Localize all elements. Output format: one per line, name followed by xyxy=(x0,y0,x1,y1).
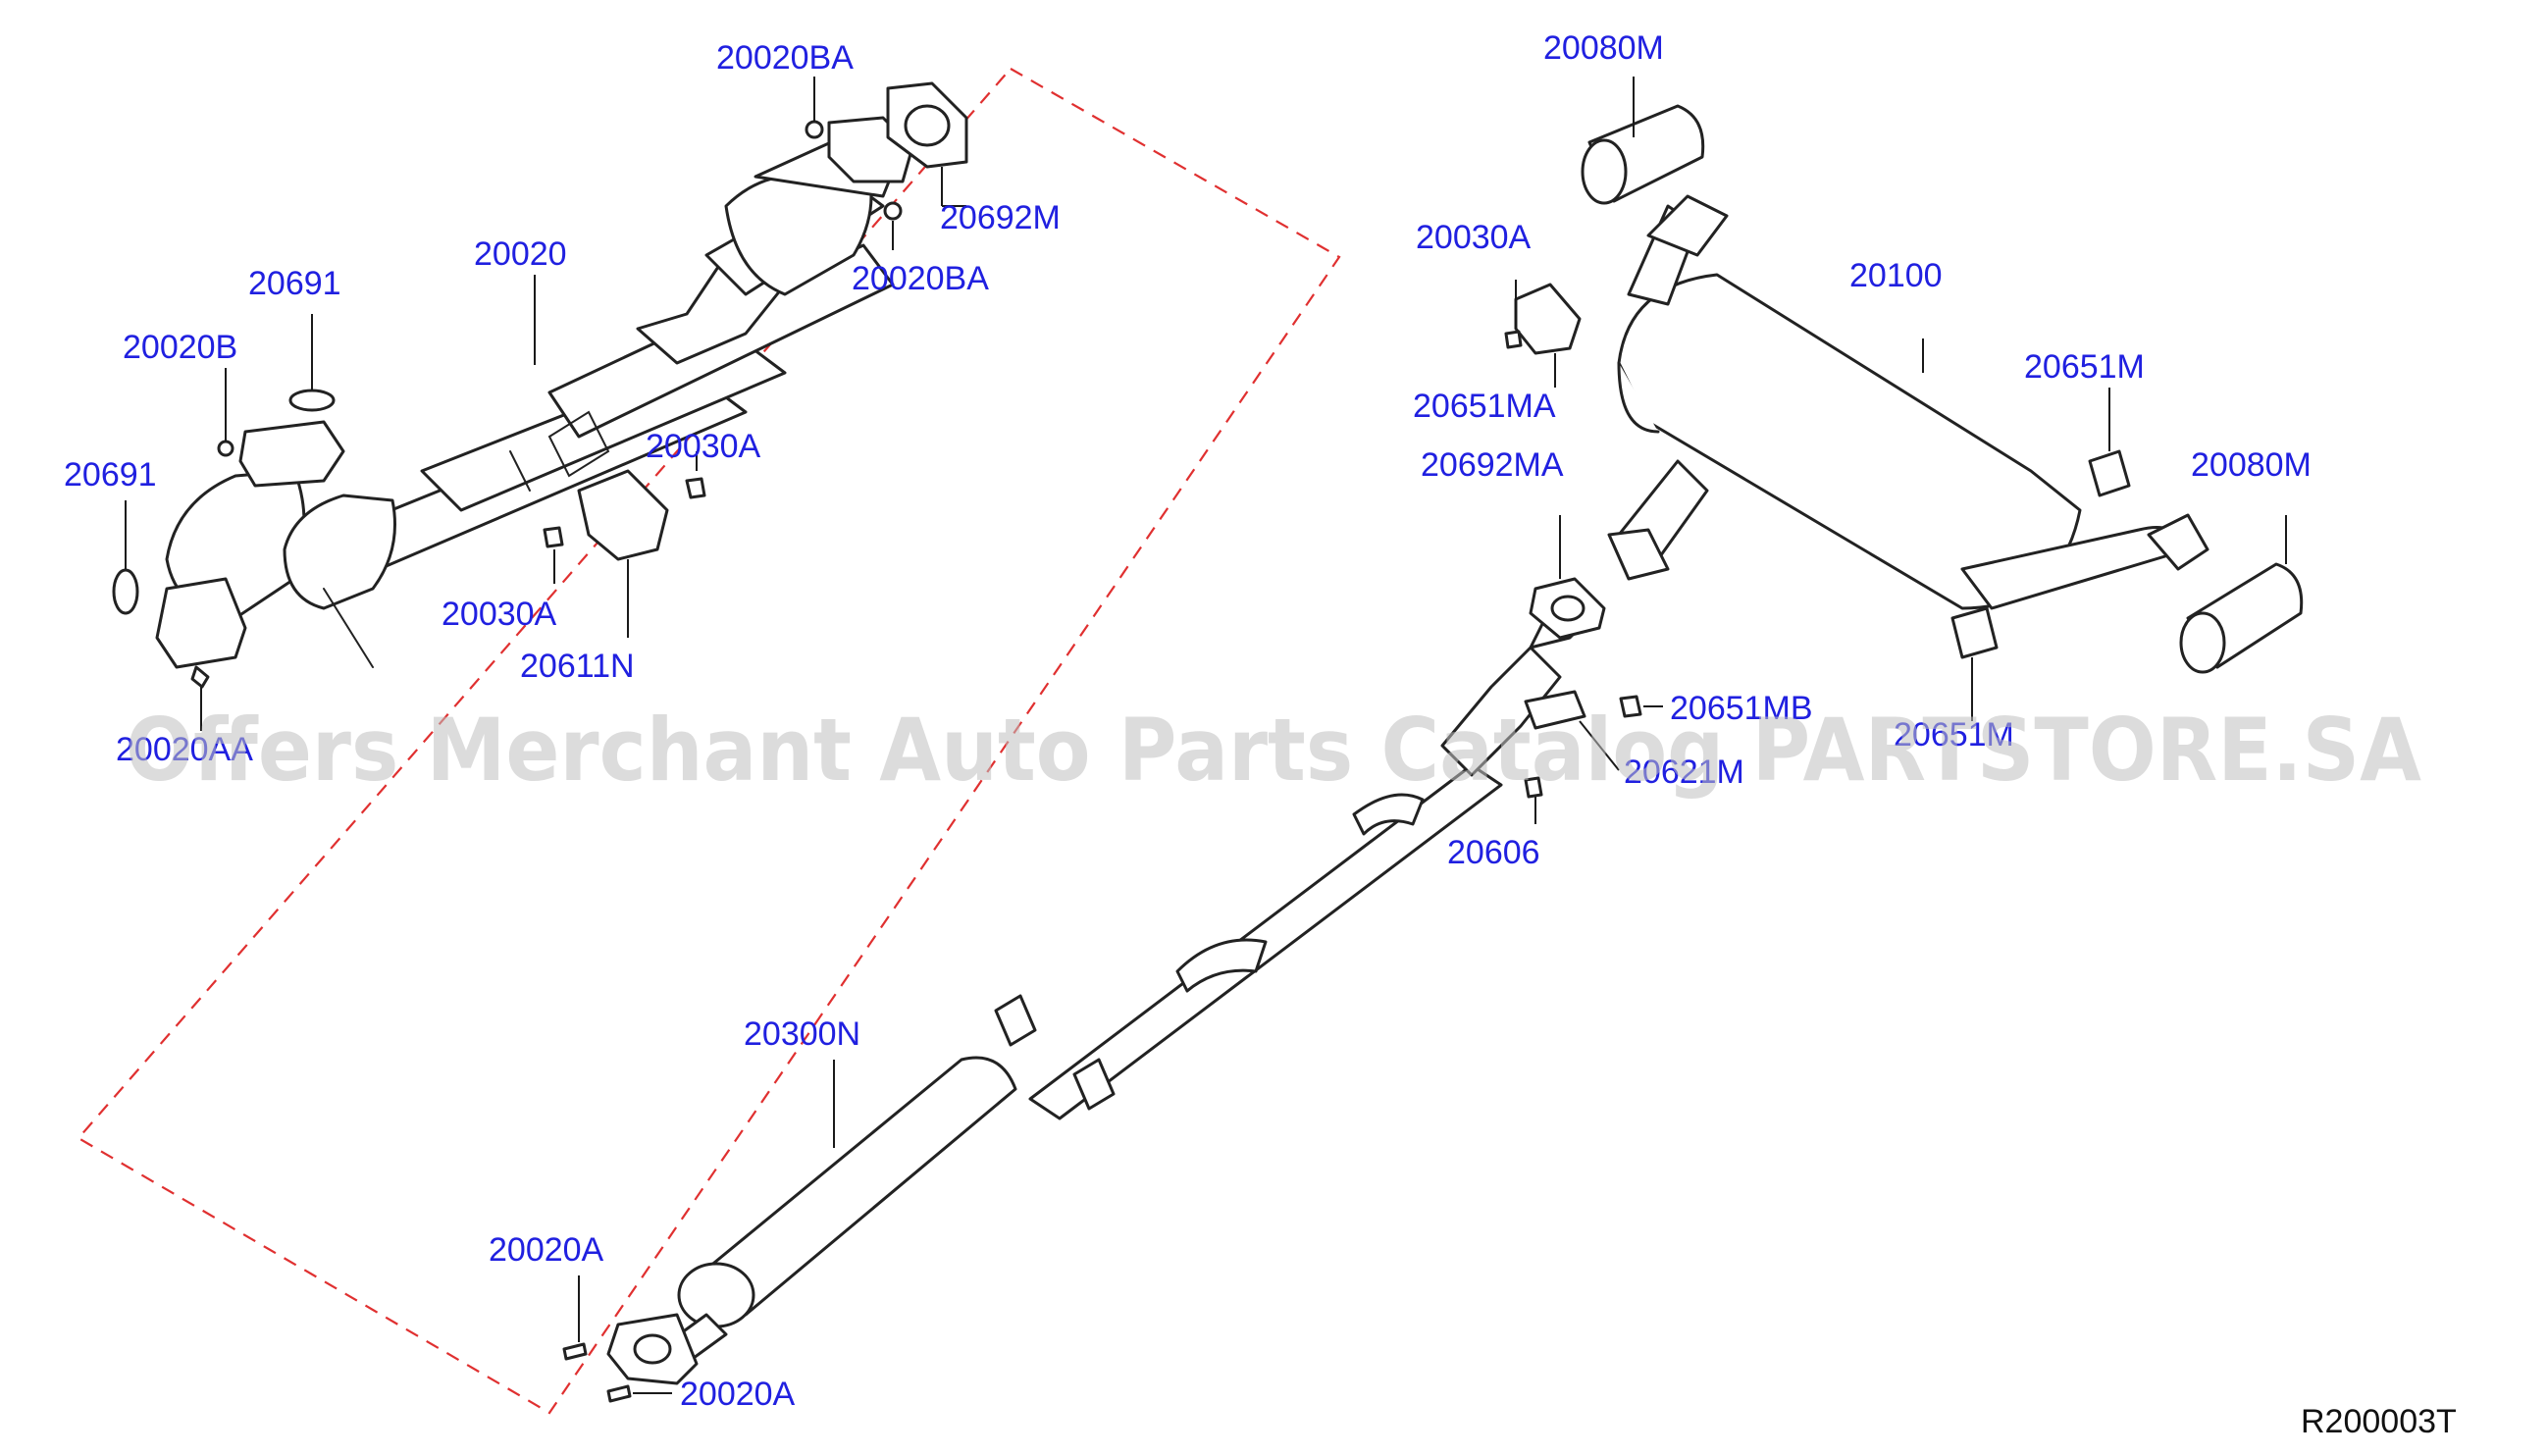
part-label-20020a-top: 20020A xyxy=(489,1231,604,1269)
watermark-text: Offers Merchant Auto Parts Catalog PARTS… xyxy=(126,700,2421,801)
gasket-20692m-hole xyxy=(904,104,951,147)
pin-20020a-low-drawing xyxy=(606,1384,632,1403)
part-label-20030a-mid: 20030A xyxy=(646,428,761,465)
hanger-20651m-low-drawing xyxy=(1950,606,1999,659)
part-label-20651m-low: 20651M xyxy=(1894,716,2014,754)
bolt-20651ma-drawing xyxy=(1504,330,1523,349)
pre-muffler-20300n-drawing xyxy=(606,1056,1017,1385)
part-label-20100: 20100 xyxy=(1849,257,1943,294)
part-label-20691-left: 20691 xyxy=(64,456,157,494)
bracket-20621m-drawing xyxy=(1524,690,1586,730)
part-label-20651ma: 20651MA xyxy=(1413,388,1556,425)
bracket-20611n-drawing xyxy=(577,469,669,561)
bolt-20030a-mid-drawing xyxy=(685,477,706,499)
hanger-20651m-right-drawing xyxy=(2088,449,2131,497)
gasket-20691-top-drawing xyxy=(288,389,336,412)
front-tube-assembly-drawing xyxy=(155,116,914,669)
part-label-20691-top: 20691 xyxy=(248,265,341,302)
part-label-20020aa: 20020AA xyxy=(116,731,253,768)
bolt-20030a-low-drawing xyxy=(543,526,564,548)
part-label-20621m: 20621M xyxy=(1624,754,1744,791)
nut-20020ba-mid-drawing xyxy=(883,201,903,221)
bracket-20030a-right-drawing xyxy=(1514,283,1582,355)
bolt-20020aa-drawing xyxy=(190,665,210,689)
nut-20020ba-top-drawing xyxy=(805,120,824,139)
part-label-20080m-top: 20080M xyxy=(1543,29,1664,67)
nut-20020b-drawing xyxy=(217,440,234,457)
part-label-20651mb: 20651MB xyxy=(1670,690,1813,727)
bolt-20606-drawing xyxy=(1524,776,1543,799)
hanger-20651mb-drawing xyxy=(1619,695,1642,718)
hanger-rubber-left-drawing xyxy=(994,994,1037,1047)
part-label-20020b: 20020B xyxy=(123,329,237,366)
tail-finisher-20080m-right-drawing xyxy=(2179,562,2304,674)
leader-lines xyxy=(125,77,2287,1394)
main-muffler-20100-drawing xyxy=(1607,194,2209,610)
part-label-20692ma: 20692MA xyxy=(1421,446,1564,484)
center-pipe-drawing xyxy=(1028,587,1601,1120)
part-label-20606: 20606 xyxy=(1447,834,1540,871)
part-label-20080m-right: 20080M xyxy=(2191,446,2312,484)
part-label-20300n: 20300N xyxy=(744,1015,860,1053)
part-label-20020: 20020 xyxy=(474,235,567,273)
pin-20020a-top-drawing xyxy=(562,1342,588,1361)
part-label-20020ba-top: 20020BA xyxy=(716,39,854,77)
hanger-rubber-right-drawing xyxy=(1072,1058,1116,1111)
part-label-20692m: 20692M xyxy=(940,199,1061,236)
diagram-reference-code: R200003T xyxy=(2301,1403,2457,1440)
tail-finisher-20080m-top-drawing xyxy=(1581,104,1705,205)
part-label-20020a-low: 20020A xyxy=(680,1376,796,1413)
dashed-assembly-boundary xyxy=(77,67,1341,1415)
part-label-20030a-low: 20030A xyxy=(442,596,557,633)
gasket-20692ma-hole xyxy=(1550,595,1585,622)
part-label-20611n: 20611N xyxy=(520,648,635,685)
part-label-20030a-right: 20030A xyxy=(1416,219,1532,256)
part-label-20020ba-mid: 20020BA xyxy=(852,260,989,297)
part-label-20651m-right: 20651M xyxy=(2024,348,2145,386)
gasket-20691-left-drawing xyxy=(112,568,139,615)
